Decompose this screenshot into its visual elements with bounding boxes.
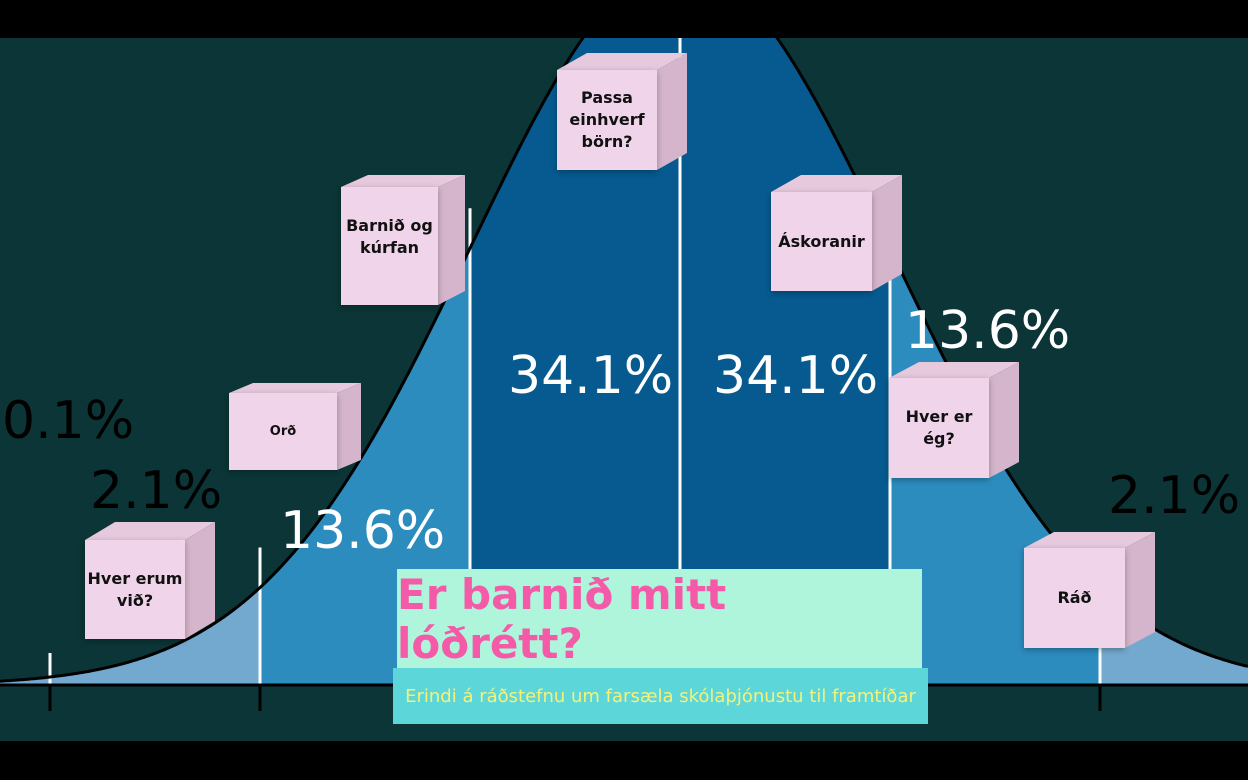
region-outer-left	[0, 587, 260, 685]
cube-label: Passa einhverf börn?	[557, 70, 657, 170]
pct-left-center: 34.1%	[508, 346, 673, 406]
cube-label: Orð	[229, 393, 337, 470]
pct-right-outer: 2.1%	[1108, 466, 1240, 526]
cube-hver-erum-vid[interactable]: Hver erum við?	[85, 522, 215, 639]
curve-line	[0, 38, 1248, 683]
pct-left-mid: 13.6%	[280, 501, 445, 561]
pct-far-left: 0.1%	[2, 391, 134, 451]
cube-label: Ráð	[1024, 548, 1125, 648]
region-outer-right	[1100, 587, 1248, 685]
cube-passa-einhverf-born[interactable]: Passa einhverf börn?	[557, 53, 687, 170]
cube-ord[interactable]: Orð	[229, 383, 361, 470]
pct-left-outer: 2.1%	[90, 461, 222, 521]
title-box: Er barnið mitt lóðrétt?	[397, 569, 922, 668]
cube-label: Barnið og kúrfan	[341, 187, 438, 305]
pct-right-mid: 13.6%	[905, 301, 1070, 361]
cube-askoranir[interactable]: Áskoranir	[771, 175, 902, 291]
subtitle-box: Erindi á ráðstefnu um farsæla skólaþjónu…	[393, 668, 928, 724]
cube-label: Hver er ég?	[889, 378, 989, 478]
pct-right-center: 34.1%	[713, 346, 878, 406]
cube-hver-er-eg[interactable]: Hver er ég?	[889, 362, 1019, 478]
cube-label: Áskoranir	[771, 192, 872, 291]
slide-title: Er barnið mitt lóðrétt?	[397, 569, 727, 668]
cube-label: Hver erum við?	[85, 540, 185, 639]
slide: 34.1% 34.1% 13.6% 13.6% 2.1% 2.1% 0.1% H…	[0, 38, 1248, 741]
cube-rad[interactable]: Ráð	[1024, 532, 1155, 648]
cube-barnid-og-kurfan[interactable]: Barnið og kúrfan	[341, 175, 465, 305]
slide-subtitle: Erindi á ráðstefnu um farsæla skólaþjónu…	[405, 685, 916, 707]
